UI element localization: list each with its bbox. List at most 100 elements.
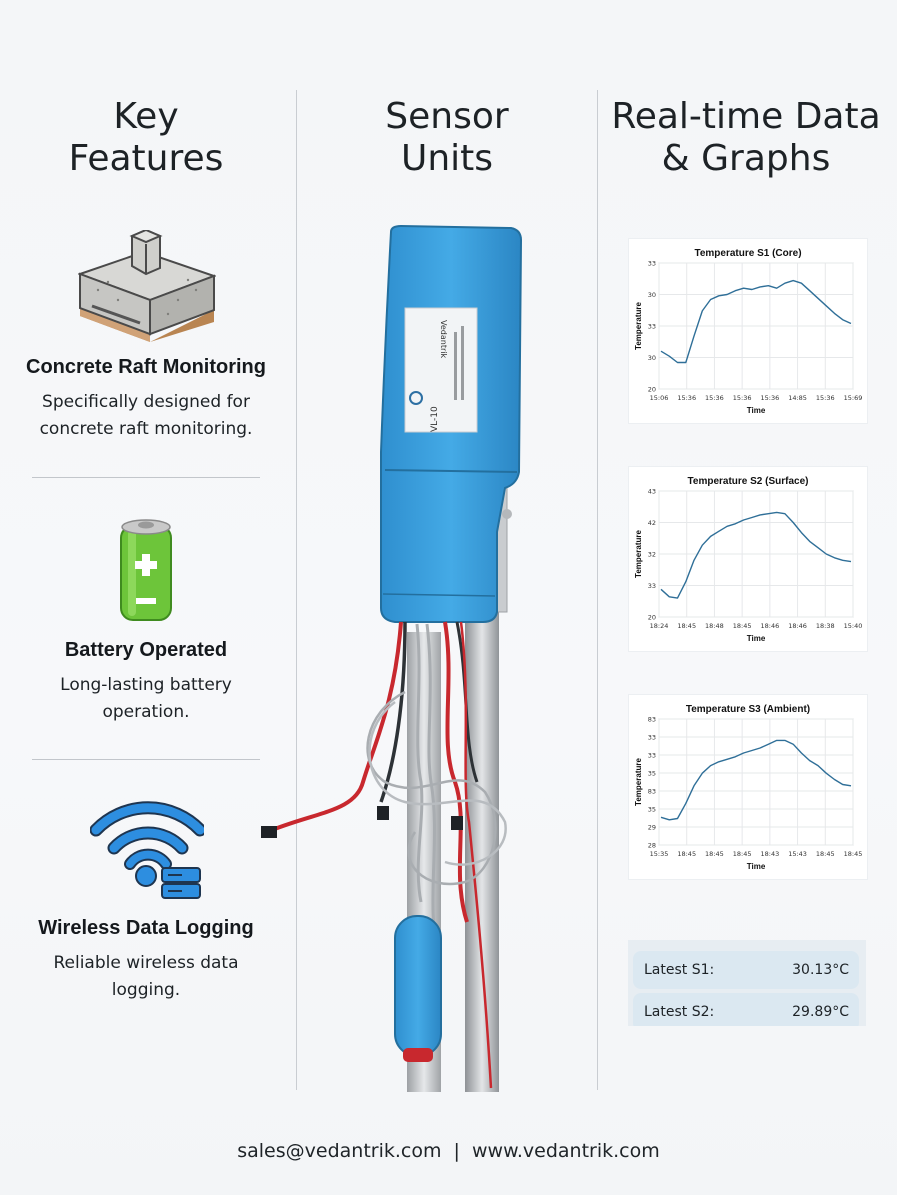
x-tick-label: 15:40 bbox=[844, 622, 863, 630]
x-axis-label: Time bbox=[747, 634, 766, 643]
y-axis-label: Temperature bbox=[634, 530, 643, 578]
chart-temperature-s3: Temperature S3 (Ambient) 15:35 18:45 18:45 1… bbox=[628, 694, 868, 880]
feature-battery-desc: Long-lasting battery operation. bbox=[0, 672, 292, 726]
latest-s1-label: Latest S1: bbox=[644, 962, 715, 978]
y-tick-label: 30 bbox=[648, 354, 656, 362]
y-tick-label: 35 bbox=[648, 770, 656, 778]
feature-wireless-desc: Reliable wireless data logging. bbox=[0, 950, 292, 1004]
x-tick-label: 15:36 bbox=[705, 394, 724, 402]
x-tick-label: 18:24 bbox=[650, 622, 669, 630]
x-tick-label: 18:48 bbox=[705, 622, 724, 630]
feature-wireless-desc-line2: logging. bbox=[111, 980, 181, 1000]
y-tick-label: 28 bbox=[648, 842, 656, 850]
feature-battery-title: Battery Operated bbox=[64, 639, 228, 661]
features-title-line1: Key bbox=[113, 96, 179, 137]
y-tick-label: 33 bbox=[648, 260, 656, 268]
y-tick-label: 43 bbox=[648, 488, 656, 496]
y-tick-label: 33 bbox=[648, 582, 656, 590]
y-tick-label: 20 bbox=[648, 614, 656, 622]
feature-wireless: Wireless Data Logging Reliable wireless … bbox=[0, 917, 292, 1004]
chart-s3-svg: Temperature S3 (Ambient) 15:35 18:45 18:45 1… bbox=[634, 704, 863, 871]
y-tick-label: 20 bbox=[648, 386, 656, 394]
chart-title: Temperature S2 (Surface) bbox=[688, 476, 809, 487]
series-line bbox=[660, 279, 852, 364]
battery-icon bbox=[120, 519, 172, 621]
y-tick-label: 32 bbox=[648, 551, 656, 559]
column-divider-right bbox=[597, 90, 598, 1090]
x-tick-label: 18:46 bbox=[760, 622, 779, 630]
y-tick-label: 33 bbox=[648, 323, 656, 331]
column-divider-left bbox=[296, 90, 297, 1090]
data-title-line2: & Graphs bbox=[661, 138, 831, 179]
footer-separator: | bbox=[453, 1140, 460, 1162]
sensors-title-line2: Units bbox=[400, 138, 494, 179]
y-axis-label: Temperature bbox=[634, 758, 643, 806]
latest-row-s2: Latest S2: 29.89°C bbox=[633, 993, 859, 1026]
latest-s1-value: 30.13°C bbox=[792, 962, 849, 978]
x-tick-label: 15:43 bbox=[788, 850, 807, 858]
x-tick-label: 18:45 bbox=[677, 622, 696, 630]
x-tick-label: 18:38 bbox=[816, 622, 835, 630]
plot-area bbox=[658, 718, 854, 846]
feature-wireless-desc-line1: Reliable wireless data bbox=[53, 953, 239, 973]
y-tick-label: 33 bbox=[648, 752, 656, 760]
data-column-title: Real-time Data & Graphs bbox=[600, 96, 892, 180]
x-tick-label: 18:45 bbox=[844, 850, 863, 858]
chart-title: Temperature S3 (Ambient) bbox=[686, 704, 810, 715]
y-tick-label: 83 bbox=[648, 788, 656, 796]
y-tick-label: 29 bbox=[648, 824, 656, 832]
y-tick-label: 33 bbox=[648, 734, 656, 742]
latest-row-s1: Latest S1: 30.13°C bbox=[633, 951, 859, 989]
series-line bbox=[660, 511, 852, 599]
feature-concrete: Concrete Raft Monitoring Specifically de… bbox=[0, 356, 292, 443]
x-tick-label: 15:69 bbox=[844, 394, 863, 402]
features-column-title: Key Features bbox=[0, 96, 292, 180]
x-tick-label: 18:43 bbox=[760, 850, 779, 858]
chart-s2-svg: Temperature S2 (Surface) 18:24 18:45 18:48 1… bbox=[634, 476, 863, 643]
x-tick-label: 15:36 bbox=[677, 394, 696, 402]
x-tick-label: 14:85 bbox=[788, 394, 807, 402]
latest-s2-label: Latest S2: bbox=[644, 1004, 715, 1020]
feature-battery-desc-line2: operation. bbox=[102, 702, 190, 722]
wifi-icon bbox=[90, 801, 204, 899]
series-line bbox=[660, 739, 852, 821]
latest-s2-value: 29.89°C bbox=[792, 1004, 849, 1020]
feature-concrete-title: Concrete Raft Monitoring bbox=[26, 356, 266, 378]
data-title-line1: Real-time Data bbox=[611, 96, 881, 137]
y-tick-label: 83 bbox=[648, 716, 656, 724]
feature-concrete-desc-line1: Specifically designed for bbox=[42, 392, 250, 412]
x-axis-label: Time bbox=[747, 406, 766, 415]
feature-divider-1 bbox=[32, 477, 260, 478]
x-tick-label: 18:45 bbox=[816, 850, 835, 858]
feature-battery-desc-line1: Long-lasting battery bbox=[60, 675, 232, 695]
feature-wireless-title: Wireless Data Logging bbox=[38, 917, 254, 939]
x-tick-label: 15:36 bbox=[733, 394, 752, 402]
latest-readings-panel: Latest S1: 30.13°C Latest S2: 29.89°C bbox=[628, 940, 866, 1026]
chart-temperature-s2: Temperature S2 (Surface) 18:24 18:45 18:48 1… bbox=[628, 466, 868, 652]
x-tick-label: 18:45 bbox=[677, 850, 696, 858]
sensors-column-title: Sensor Units bbox=[298, 96, 596, 180]
feature-concrete-desc-line2: concrete raft monitoring. bbox=[39, 419, 253, 439]
y-tick-label: 30 bbox=[648, 291, 656, 299]
x-tick-label: 15:35 bbox=[650, 850, 669, 858]
footer-email[interactable]: sales@vedantrik.com bbox=[237, 1140, 442, 1162]
feature-battery: Battery Operated Long-lasting battery op… bbox=[0, 639, 292, 726]
sensors-title-line1: Sensor bbox=[385, 96, 509, 137]
footer-contact: sales@vedantrik.com | www.vedantrik.com bbox=[0, 1140, 897, 1162]
y-tick-label: 42 bbox=[648, 519, 656, 527]
concrete-block-icon bbox=[78, 230, 216, 342]
device-label bbox=[404, 307, 478, 433]
sensor-device-image: Vedantrik VL-10 bbox=[261, 224, 523, 1092]
feature-concrete-desc: Specifically designed for concrete raft … bbox=[0, 389, 292, 443]
feature-divider-2 bbox=[32, 759, 260, 760]
x-tick-label: 18:46 bbox=[788, 622, 807, 630]
y-tick-label: 35 bbox=[648, 806, 656, 814]
features-title-line2: Features bbox=[68, 138, 224, 179]
x-tick-label: 18:45 bbox=[733, 850, 752, 858]
footer-website[interactable]: www.vedantrik.com bbox=[471, 1140, 660, 1162]
x-tick-label: 15:36 bbox=[760, 394, 779, 402]
x-tick-label: 18:45 bbox=[705, 850, 724, 858]
x-axis-label: Time bbox=[747, 862, 766, 871]
